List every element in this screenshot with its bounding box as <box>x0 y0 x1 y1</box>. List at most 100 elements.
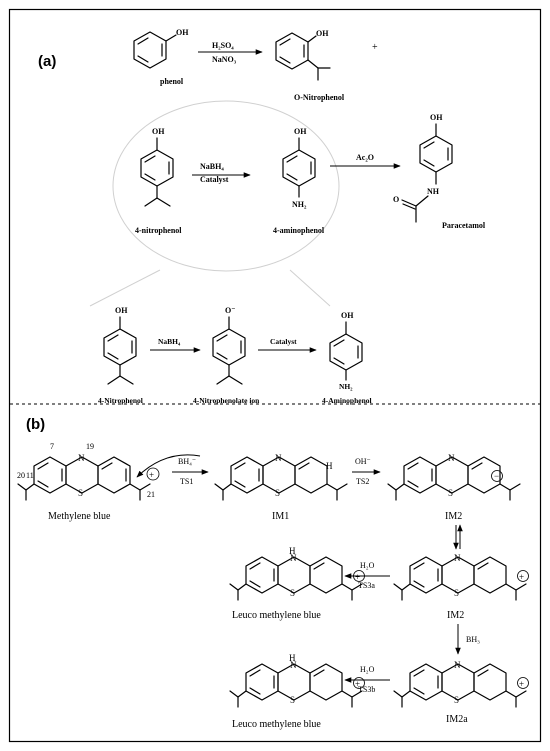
atom-nh: H <box>289 653 296 663</box>
atom-n: N <box>290 660 297 670</box>
reagent-catalyst: Catalyst <box>200 175 229 184</box>
atom-oh: OH <box>294 127 307 136</box>
charge-circle <box>517 677 529 689</box>
charge-circle <box>517 570 529 582</box>
4-aminophenol-r3-structure <box>329 321 363 381</box>
phenol-label: phenol <box>160 77 184 86</box>
zoom-line-right <box>289 269 331 307</box>
atom-oh: OH <box>341 311 354 320</box>
step3b-reagent: H₂O <box>360 665 375 674</box>
atom-oh: OH <box>115 306 128 315</box>
atom-s: S <box>454 588 459 598</box>
atom-s: S <box>290 695 295 705</box>
phenol-structure <box>133 31 177 69</box>
charge-circle <box>353 570 365 582</box>
step1-ts: TS1 <box>180 477 193 486</box>
charge-plus: + <box>355 572 360 582</box>
atom-oh: OH <box>430 113 443 122</box>
leuco1-structure <box>229 556 363 601</box>
atom-n: N <box>454 553 461 563</box>
atom-s: S <box>78 488 83 498</box>
panel-a-label: (a) <box>38 53 56 70</box>
reagent-ac2o: Ac₂O <box>356 153 374 162</box>
atom-nh2: NH₂ <box>339 382 353 391</box>
panel-b-label: (b) <box>26 416 45 433</box>
charge-plus: + <box>355 679 360 689</box>
charge-minus: − <box>494 471 499 481</box>
atom-oh: OH <box>176 28 189 37</box>
highlight-ellipse <box>112 100 340 272</box>
reagent-nabh4: NaBH₄ <box>200 162 224 171</box>
atom-nh: NH <box>427 187 440 196</box>
step3b-ts: TS3b <box>358 685 375 694</box>
im2-mid-structure <box>393 556 527 601</box>
charge-circle <box>353 677 365 689</box>
atom-oh: OH <box>316 29 329 38</box>
im2-mid-label: IM2 <box>447 610 464 621</box>
im2-top-structure <box>387 456 521 501</box>
methylene-blue-label: Methylene blue <box>48 511 111 522</box>
im1-structure <box>214 456 348 501</box>
atom-s: S <box>448 488 453 498</box>
leuco2-structure <box>229 663 363 708</box>
o-nitrophenol-label: O-Nitrophenol <box>294 93 345 102</box>
atom-s: S <box>454 695 459 705</box>
atom-nh2: NH₂ <box>292 200 307 209</box>
reagent-catalyst-r3: Catalyst <box>270 337 297 346</box>
reagent-nabh4-r3: NaBH₄ <box>158 337 181 346</box>
atom-number-7: 7 <box>50 442 54 451</box>
atom-number-11: 11 <box>26 471 34 480</box>
4-nitrophenolate-structure <box>212 316 246 385</box>
atom-n: N <box>454 660 461 670</box>
atom-s: S <box>275 488 280 498</box>
charge-circle <box>146 467 160 481</box>
atom-h: H <box>326 461 333 471</box>
4-aminophenol-r3-label: 4-Aminophenol <box>322 396 372 405</box>
4-nitrophenolate-label: 4-Nitrophenolate ion <box>193 396 260 405</box>
atom-o: O <box>393 195 399 204</box>
4-nitrophenol-r3-structure <box>103 316 137 385</box>
methylene-blue-structure <box>17 456 151 501</box>
atom-n: N <box>78 453 85 463</box>
zoom-line-left <box>89 269 161 307</box>
atom-n: N <box>290 553 297 563</box>
plus-sign: + <box>372 42 378 53</box>
4-nitrophenol-structure <box>140 137 174 207</box>
im2a-label: IM2a <box>446 714 468 725</box>
atom-s: S <box>290 588 295 598</box>
step2-reagent: OH⁻ <box>355 457 371 466</box>
atom-o-minus: O⁻ <box>225 306 235 315</box>
charge-plus: + <box>519 679 524 689</box>
4-nitrophenol-label: 4-nitrophenol <box>135 226 182 235</box>
atom-n: N <box>448 453 455 463</box>
attack-arrow <box>136 454 201 478</box>
step2-ts: TS2 <box>356 477 369 486</box>
atom-number-20: 20 <box>17 471 25 480</box>
paracetamol-structure <box>401 123 453 223</box>
o-nitrophenol-structure <box>275 32 331 81</box>
step3a-ts: TS3a <box>358 581 375 590</box>
charge-circle-minus <box>491 470 503 482</box>
step3a-reagent: H₂O <box>360 561 375 570</box>
charge-plus: + <box>149 470 154 480</box>
leuco1-label: Leuco methylene blue <box>232 610 321 621</box>
atom-number-19: 19 <box>86 442 94 451</box>
paracetamol-label: Paracetamol <box>442 221 486 230</box>
step1-reagent: BH₄⁻ <box>178 457 196 466</box>
atom-oh: OH <box>152 127 165 136</box>
4-aminophenol-label: 4-aminophenol <box>273 226 325 235</box>
4-aminophenol-structure <box>282 137 316 198</box>
atom-number-21: 21 <box>147 490 155 499</box>
outer-border <box>8 8 542 743</box>
4-nitrophenol-r3-label: 4-Nitrophenol <box>98 396 143 405</box>
atom-n: N <box>275 453 282 463</box>
im2a-structure <box>393 663 527 708</box>
im2-top-label: IM2 <box>445 511 462 522</box>
reagent-h2so4: H₂SO₄ <box>212 41 234 50</box>
step-bh3-reagent: BH₃ <box>466 635 480 644</box>
im1-label: IM1 <box>272 511 289 522</box>
charge-plus: + <box>519 572 524 582</box>
atom-nh: H <box>289 546 296 556</box>
